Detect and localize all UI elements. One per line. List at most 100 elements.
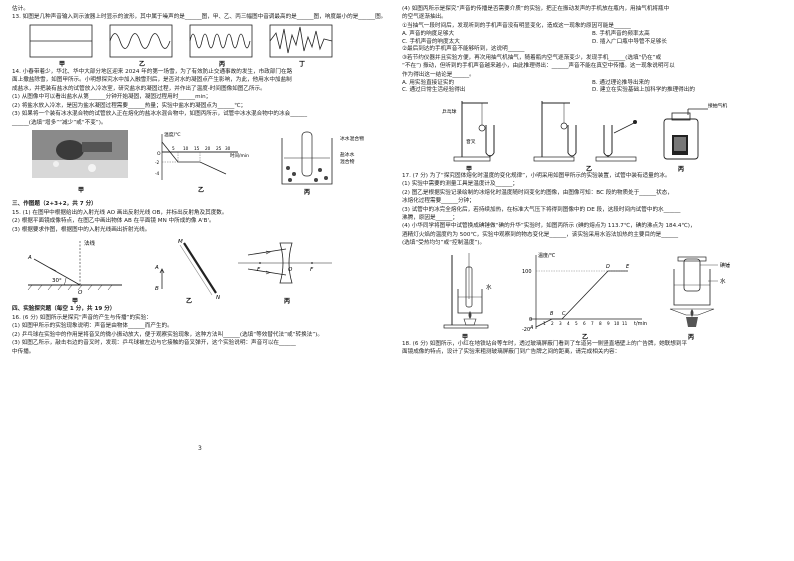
beaker-caption: 丙 — [304, 189, 310, 196]
point-m-label: M — [178, 239, 183, 245]
opt2-d: D. 建立在实验基础上加科学的推理得出的 — [592, 87, 695, 94]
point-n-label: N — [216, 295, 220, 301]
mxt-5: 5 — [575, 321, 578, 326]
fig-a-caption: 甲 — [72, 297, 78, 305]
mxt-8: 8 — [599, 321, 602, 326]
q15-line-3: (3) 根据要求作图，根据图中的入射光线画出折射光线。 — [12, 226, 151, 233]
pt-e: E — [626, 264, 630, 270]
bell-jar: 接抽气机 — [663, 102, 727, 160]
mxt-4: 4 — [567, 321, 570, 326]
graph-origin: O — [157, 151, 161, 157]
q14-line-1: 14. 小春带着少，华北、华中大部分地区迎来 2024 年的第一场雪，为了有效防… — [12, 68, 293, 75]
right-column: (4) 如图丙所示是探究“声音的传播是否需要介质”的实验，把正在振动发声的手机放… — [402, 6, 782, 358]
q17-line-5: (3) 试管中的冰完全熔化后，若持续加热，在标准大气压下将得到图像中的 DE 段… — [402, 206, 681, 213]
focus-1-label: F — [257, 267, 261, 273]
q14-figures: 甲 温度/℃ 时间/min O 5 10 15 20 — [12, 128, 388, 200]
app-a-caption: 甲 — [466, 165, 472, 173]
opt1-c: C. 手机声音的响度太大 — [402, 38, 460, 45]
ytick-neg2: -2 — [155, 160, 160, 165]
angle-label: 30° — [52, 278, 62, 284]
q13-waveforms: 甲 乙 丙 丁 — [12, 23, 388, 69]
beaker-top-label: 冰水混合物 — [340, 135, 364, 142]
wave-label-3: 丙 — [219, 61, 225, 68]
graph-xlabel: 时间/min — [230, 152, 249, 159]
q17-line-6: 沸腾，原因是______； — [402, 215, 458, 221]
pt-c: C — [562, 311, 566, 317]
beaker-bot-label: 混合物 — [340, 158, 355, 165]
xtick-5: 5 — [172, 146, 175, 151]
water-label: 水 — [486, 283, 492, 291]
mxt-9: 9 — [607, 321, 610, 326]
point-b-label: B — [155, 286, 159, 292]
wave-label-1: 甲 — [59, 60, 65, 68]
q17-line-8: 酒精灯火焰的温度约为 500℃，实验中观察到的物态变化是______，该实验采用… — [402, 231, 679, 238]
normal-label: 法线 — [84, 239, 96, 247]
melting-graph: 温度/℃ t/min 100 0 -20 A B C D E 1 2 3 4 — [522, 252, 647, 333]
point-o-label: O — [78, 290, 83, 296]
tuning-fork-b — [533, 100, 637, 161]
q16-line-2: (1) 如图甲所示的实验现象说明：声音是由物体______而产生的。 — [12, 323, 173, 330]
q15-figures: 法线 A 30° O 甲 A B M N 乙 — [12, 235, 388, 305]
q16-line-4: (3) 如图乙所示，敲击右边的音叉时，发现：乒乓球被左边与它接触的音叉弹开，这个… — [12, 340, 296, 347]
waveform-figure: 甲 乙 丙 丁 — [29, 24, 333, 68]
ytick-neg4: -4 — [155, 171, 160, 176]
reflection-figure: 法线 A 30° O — [27, 239, 122, 296]
xtick-15: 15 — [194, 146, 200, 151]
q17-line-3: (2) 图乙是根据实验记录绘制的冰熔化时温度随时间变化的图像，由图像可知：BC … — [402, 189, 673, 196]
melt-b-caption: 乙 — [582, 334, 588, 341]
q16-options-1: A. 声音的响度足够大 B. 手机声音的频率太高 C. 手机声音的响度太大 D.… — [402, 31, 782, 46]
opt1-d: D. 插入广口瓶中导管不足够长 — [592, 38, 667, 45]
q17-line-4: 冰熔化过程需要______分钟； — [402, 198, 475, 205]
left-column: 估计。 13. 如图是几种声音输入到示波器上时显示的波形，其中属于噪声的是___… — [12, 6, 388, 357]
mxt-10: 10 — [614, 321, 620, 326]
snow-photo — [32, 130, 128, 179]
q16c-line-2: 的空气逐渐抽出。 — [402, 14, 447, 21]
section-4-title: 四、实验探究题（每空 1 分，共 19 分） — [12, 306, 116, 313]
melt-yneg: -20 — [522, 327, 530, 333]
q14-line-3: 成盐水，并把装有盐水的试管放入冷冻室，研究盐水的凝固过程，并作出了温度-时间图像… — [12, 85, 266, 92]
xtick-30: 30 — [225, 146, 231, 151]
mxt-3: 3 — [559, 321, 562, 326]
section-3-title: 三、作图题（2+3+2，共 7 分） — [12, 201, 97, 208]
fig-c-caption: 丙 — [284, 298, 290, 305]
mxt-1: 1 — [543, 321, 546, 326]
q15-line-1: 15. (1) 在图甲中根据给出的入射光线 AO 画出反射光线 OB，并标出反射… — [12, 209, 228, 216]
page-number: 3 — [198, 445, 202, 452]
q16c-line-3: ①当抽气一段时间后，发现听到的手机声音没有明显变化，造成这一现象的原因可能是__… — [402, 22, 631, 29]
mirror-figure: A B M N — [154, 239, 220, 301]
water2-label: 水 — [720, 277, 726, 285]
graph-ylabel: 温度/℃ — [164, 131, 181, 138]
q16-options-2: A. 用实验直接证实的 B. 通过理论推导出来的 C. 通过日常生活经验得出 D… — [402, 80, 782, 95]
q17-line-9: (选填“受热均匀”或“控制温度”)。 — [402, 240, 486, 247]
mxt-2: 2 — [551, 321, 554, 326]
q18-line-2: 面镜成像的特点，设计了实验来粗测玻璃屏蔽门到广告牌之间的距离，请完成相关内容： — [402, 349, 621, 356]
lens-figure: F F O — [238, 242, 332, 284]
q16c-line-5: ③若节约仪器并且实验方便，再次用抽气机抽气，随着瓶内空气逐渐变少，发现手机___… — [402, 54, 662, 61]
opt1-a: A. 声音的响度足够大 — [402, 31, 455, 38]
ray-a-label: A — [27, 255, 32, 261]
xtick-20: 20 — [205, 146, 211, 151]
opt1-b: B. 手机声音的频率太高 — [592, 31, 650, 38]
opt2-c: C. 通过日常生活经验得出 — [402, 87, 466, 94]
fork-label: 音叉 — [466, 138, 476, 145]
melt-y0: 0 — [529, 317, 532, 323]
q16-line-5: 中传播。 — [12, 348, 35, 355]
point-a2-label: A — [154, 265, 159, 271]
fig-b-caption: 乙 — [186, 298, 192, 305]
melt-xlabel: t/min — [634, 321, 647, 327]
q16-line-1: 16. (6 分) 如图所示是探究“声音的产生与传播”的实验： — [12, 314, 152, 321]
q17-line-7: (4) 小华同学将图甲中试管换成碘锤做“碘的升华”实验时，如图丙所示 (碘的熔点… — [402, 223, 696, 230]
salt-water-graph: 温度/℃ 时间/min O 5 10 15 20 25 30 -2 -4 — [155, 131, 249, 181]
melt-c-caption: 丙 — [688, 334, 694, 341]
q18-line-1: 18. (6 分) 如图所示，小红在地铁站台等车时，透过玻璃屏蔽门看到了车道另一… — [402, 340, 688, 347]
melt-ylabel: 温度/℃ — [538, 252, 556, 259]
mxt-11: 11 — [622, 321, 628, 326]
pump-label: 接抽气机 — [708, 102, 727, 109]
ball-label: 乒乓球 — [442, 108, 457, 115]
header-text: 估计。 — [12, 6, 29, 12]
melting-apparatus: 水 — [443, 252, 492, 329]
focus-2-label: F — [310, 267, 314, 273]
q14-line-2: 面上撒盐除雪，如图甲所示。小明想探究水中加入融雪剂后，是否对水的凝固点产生影响，… — [12, 77, 292, 84]
q14-line-5: (2) 将盐水放入冷冻，是因为盐水凝固过程需要______热量；实验中盐水的凝固… — [12, 102, 247, 109]
